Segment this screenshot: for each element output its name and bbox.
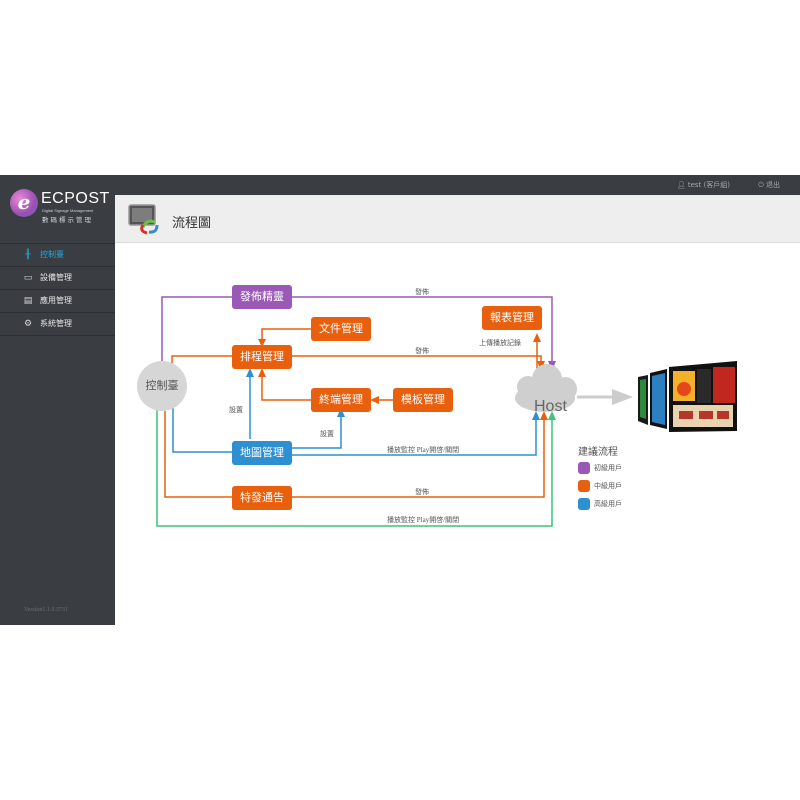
edge-label-publish: 發佈 xyxy=(415,288,429,296)
flowchart-connectors xyxy=(156,296,737,527)
brand-name: ECPOST xyxy=(41,190,110,207)
publish-wizard-node[interactable]: 發佈精靈 xyxy=(232,285,292,309)
arrowhead xyxy=(258,339,266,347)
edge-label-upload-log: 上傳播放記錄 xyxy=(479,339,521,347)
logo-icon: e xyxy=(10,189,38,217)
signage-screens-image xyxy=(638,361,737,432)
top-bar: 👤︎ test (客戶組) ⏻ 退出 xyxy=(115,175,800,195)
control-panel-node[interactable]: 控制臺 xyxy=(137,361,187,411)
edge-label-publish: 發佈 xyxy=(415,488,429,496)
arrowhead xyxy=(540,411,548,420)
app-window: e ECPOST Digital Signage Management 數碼標示… xyxy=(0,175,800,625)
sidebar-item-system-management[interactable]: ⚙ 系統管理 xyxy=(0,313,115,336)
sidebar-item-label: 設備管理 xyxy=(40,273,72,282)
schedule-management-node[interactable]: 排程管理 xyxy=(232,345,292,369)
user-icon: 👤︎ xyxy=(676,181,686,189)
legend: 建議流程 初級用戶 中級用戶 高級用戶 xyxy=(578,443,622,516)
template-management-node[interactable]: 模板管理 xyxy=(393,388,453,412)
sidebar-item-app-management[interactable]: ▤ 應用管理 xyxy=(0,290,115,313)
gear-icon: ⚙ xyxy=(23,319,33,329)
arrowhead xyxy=(337,408,345,417)
flowchart-icon xyxy=(128,204,159,235)
arrowhead xyxy=(548,411,556,420)
arrowhead xyxy=(258,368,266,377)
legend-item: 中級用戶 xyxy=(578,480,622,498)
power-icon: ⏻ xyxy=(758,181,764,189)
host-cloud xyxy=(515,364,577,412)
edge-label-monitor: 播放監控 Play開啓/關閉 xyxy=(387,516,460,524)
connector-map-to-terminal xyxy=(292,413,342,449)
arrowhead xyxy=(612,389,633,405)
sidebar-item-label: 系統管理 xyxy=(40,319,72,328)
arrowhead xyxy=(370,396,379,404)
page-header: 流程圖 xyxy=(115,195,800,243)
arrowhead xyxy=(533,333,541,342)
special-notice-node[interactable]: 特發通告 xyxy=(232,486,292,510)
sidebar-nav: ╫ 控制臺 ▭ 設備管理 ▤ 應用管理 ⚙ 系統管理 xyxy=(0,243,115,336)
connector-purple-publish xyxy=(161,296,553,365)
sidebar-item-label: 應用管理 xyxy=(40,296,72,305)
connector-orange-schedule xyxy=(171,355,542,365)
report-management-node[interactable]: 報表管理 xyxy=(482,306,542,330)
edge-label-monitor: 播放監控 Play開啓/關閉 xyxy=(387,446,460,454)
flowchart-area: 控制臺 Host 發佈精靈 文件管理 排程管理 報表管理 終端管理 模板管理 地… xyxy=(115,243,800,625)
sidebar-item-device-management[interactable]: ▭ 設備管理 xyxy=(0,267,115,290)
brand-subtitle-zh: 數碼標示管理 xyxy=(42,216,93,224)
map-management-node[interactable]: 地圖管理 xyxy=(232,441,292,465)
legend-title: 建議流程 xyxy=(578,447,618,458)
legend-label: 中級用戶 xyxy=(594,482,622,490)
brand-subtitle-en: Digital Signage Management xyxy=(42,208,94,213)
logo: e ECPOST Digital Signage Management 數碼標示… xyxy=(8,185,112,225)
file-management-node[interactable]: 文件管理 xyxy=(311,317,371,341)
sidebar-item-label: 控制臺 xyxy=(40,250,64,259)
arrowhead xyxy=(532,411,540,420)
connector-terminal-to-schedule xyxy=(261,373,311,401)
legend-swatch-orange xyxy=(578,480,590,492)
user-name: test (客戶組) xyxy=(687,181,730,189)
sidebar: e ECPOST Digital Signage Management 數碼標示… xyxy=(0,175,115,625)
connector-map-to-host xyxy=(292,416,537,456)
version-label: Version1.1.0.3731 xyxy=(24,607,68,613)
legend-label: 高級用戶 xyxy=(594,500,622,508)
film-icon: ▤ xyxy=(23,296,33,306)
connector-orange-notice xyxy=(164,411,545,498)
edge-label-setup: 設置 xyxy=(320,430,334,438)
connector-green-monitor xyxy=(156,408,553,527)
edge-label-setup: 設置 xyxy=(229,406,243,414)
edge-label-publish: 發佈 xyxy=(415,347,429,355)
monitor-icon: ▭ xyxy=(23,273,33,283)
logout-label: 退出 xyxy=(766,181,780,189)
legend-swatch-blue xyxy=(578,498,590,510)
legend-label: 初級用戶 xyxy=(594,464,622,472)
connector-file-to-schedule xyxy=(261,328,311,343)
logout-button[interactable]: ⏻ 退出 xyxy=(758,180,780,190)
connector-blue-control-map xyxy=(172,408,233,453)
legend-item: 初級用戶 xyxy=(578,462,622,480)
page-title: 流程圖 xyxy=(172,216,212,231)
sidebar-item-dashboard[interactable]: ╫ 控制臺 xyxy=(0,244,115,267)
terminal-management-node[interactable]: 終端管理 xyxy=(311,388,371,412)
user-menu[interactable]: 👤︎ test (客戶組) xyxy=(677,180,730,190)
legend-item: 高級用戶 xyxy=(578,498,622,516)
sliders-icon: ╫ xyxy=(25,250,31,260)
legend-swatch-purple xyxy=(578,462,590,474)
arrowhead xyxy=(246,368,254,377)
host-label: Host xyxy=(534,398,567,415)
